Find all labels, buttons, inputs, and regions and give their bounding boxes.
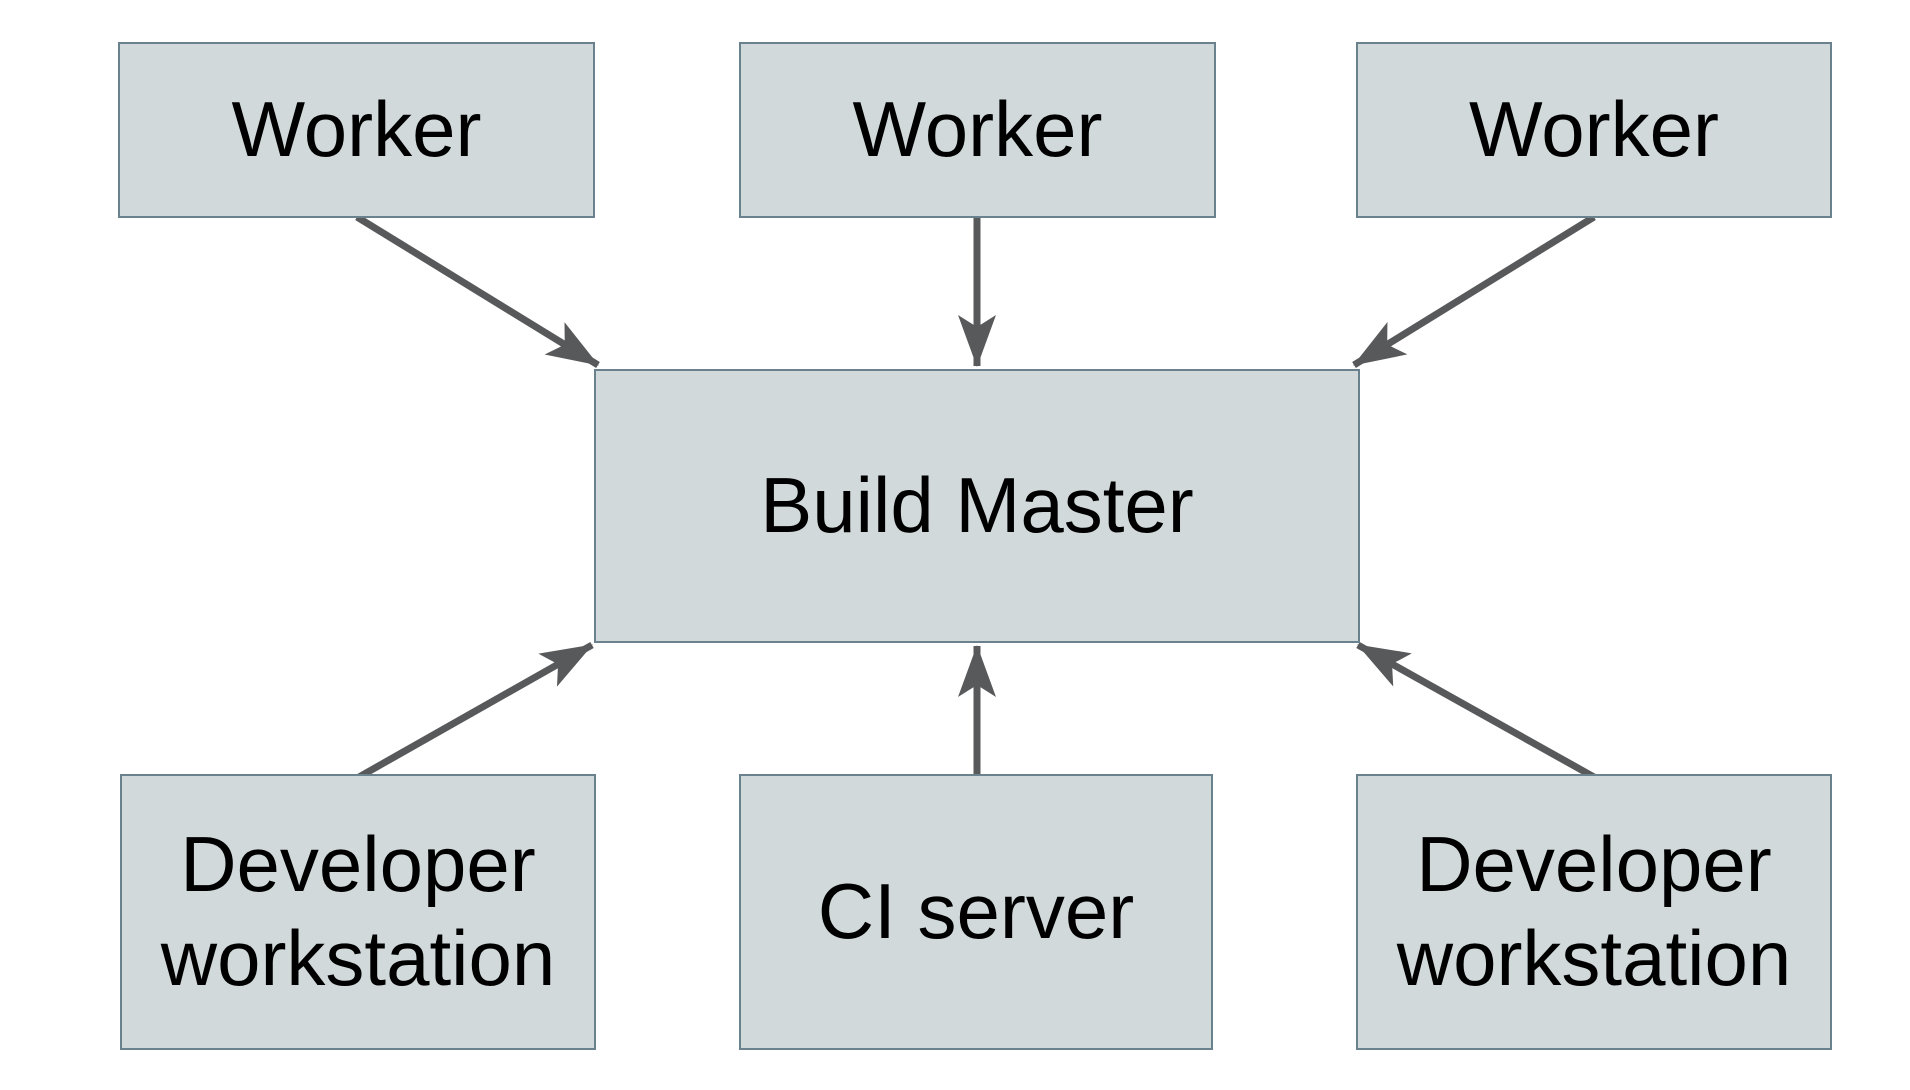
- node-worker-2: Worker: [739, 42, 1216, 218]
- node-worker-3-label: Worker: [1469, 85, 1719, 174]
- node-ci-server-label: CI server: [817, 867, 1135, 956]
- node-developer-workstation-1: Developer workstation: [120, 774, 596, 1050]
- node-worker-3: Worker: [1356, 42, 1832, 218]
- node-developer-workstation-1-label: Developer workstation: [160, 820, 556, 1002]
- node-developer-workstation-2: Developer workstation: [1356, 774, 1832, 1050]
- node-worker-1-label: Worker: [231, 85, 482, 174]
- node-build-master-label: Build Master: [760, 461, 1194, 550]
- edge-developer-workstation-1-to-build-master: [357, 641, 594, 781]
- node-developer-workstation-2-label: Developer workstation: [1396, 820, 1792, 1002]
- edge-developer-workstation-2-to-build-master: [1356, 641, 1596, 781]
- edge-worker-1-to-build-master: [355, 214, 600, 368]
- node-worker-2-label: Worker: [852, 85, 1103, 174]
- node-build-master: Build Master: [594, 369, 1360, 643]
- node-ci-server: CI server: [739, 774, 1213, 1050]
- edge-worker-3-to-build-master: [1352, 214, 1596, 368]
- node-worker-1: Worker: [118, 42, 595, 218]
